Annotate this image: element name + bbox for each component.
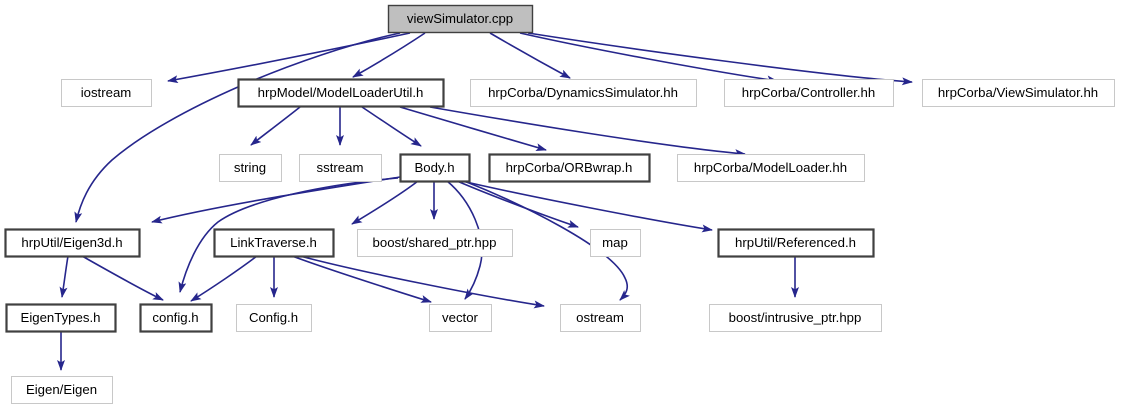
node-eigen3d[interactable]: hrpUtil/Eigen3d.h [4, 228, 141, 258]
node-vector[interactable]: vector [429, 304, 492, 332]
edge-linktraverse-to-ostream [299, 255, 545, 309]
node-box-configupper[interactable] [236, 304, 312, 332]
node-box-bodyh[interactable] [399, 153, 471, 183]
node-box-dynamicssimulator[interactable] [470, 79, 697, 107]
edge-bodyh-to-eigen3d [151, 176, 401, 224]
node-referenced[interactable]: hrpUtil/Referenced.h [717, 228, 875, 258]
node-linktraverse[interactable]: LinkTraverse.h [213, 228, 335, 258]
edge-viewSimulator-to-controller [519, 32, 778, 84]
node-eigentypes[interactable]: EigenTypes.h [5, 303, 117, 333]
edge-linktraverse-to-confighlower [190, 255, 258, 302]
node-box-intrusiveptr[interactable] [709, 304, 882, 332]
edge-bodyh-to-linktraverse [351, 180, 419, 225]
node-box-referenced[interactable] [717, 228, 875, 258]
edge-modelloaderutil-to-string [250, 106, 301, 146]
node-box-vector[interactable] [429, 304, 492, 332]
edge-bodyh-to-vector [446, 180, 483, 300]
node-controller[interactable]: hrpCorba/Controller.hh [724, 79, 894, 107]
node-box-eigentypes[interactable] [5, 303, 117, 333]
node-viewSimulator[interactable]: viewSimulator.cpp [387, 4, 534, 34]
node-map[interactable]: map [590, 229, 641, 257]
node-sstream[interactable]: sstream [299, 154, 382, 182]
edge-viewSimulator-to-modelloaderutil [352, 32, 426, 78]
edge-bodyh-to-confighlower [178, 177, 399, 293]
node-box-modelloaderutil[interactable] [237, 78, 445, 108]
node-box-orbwrap[interactable] [488, 153, 651, 183]
edge-viewSimulator-to-dynamicssimulator [489, 32, 571, 79]
node-string[interactable]: string [219, 154, 282, 182]
node-bodyh[interactable]: Body.h [399, 153, 471, 183]
node-box-sstream[interactable] [299, 154, 382, 182]
node-box-iostream[interactable] [61, 79, 152, 107]
node-box-viewSimulator[interactable] [387, 4, 534, 34]
node-confighlower[interactable]: config.h [139, 303, 213, 333]
node-eigeneigen[interactable]: Eigen/Eigen [11, 376, 113, 404]
node-intrusiveptr[interactable]: boost/intrusive_ptr.hpp [709, 304, 882, 332]
edge-modelloaderutil-to-orbwrap [399, 106, 547, 152]
node-orbwrap[interactable]: hrpCorba/ORBwrap.h [488, 153, 651, 183]
edge-viewSimulator-to-viewsimulatorhh [527, 32, 913, 86]
edge-viewSimulator-to-iostream [167, 32, 411, 84]
node-iostream[interactable]: iostream [61, 79, 152, 107]
edge-modelloaderutil-to-modelloaderhh [429, 106, 746, 158]
node-box-controller[interactable] [724, 79, 894, 107]
edge-eigen3d-to-eigentypes [59, 255, 69, 298]
edge-bodyh-to-ostream [463, 180, 630, 301]
node-modelloaderhh[interactable]: hrpCorba/ModelLoader.hh [677, 154, 865, 182]
node-box-sharedptr[interactable] [357, 229, 513, 257]
node-configupper[interactable]: Config.h [236, 304, 312, 332]
node-ostream[interactable]: ostream [560, 304, 641, 332]
node-box-eigen3d[interactable] [4, 228, 141, 258]
node-box-string[interactable] [219, 154, 282, 182]
node-dynamicssimulator[interactable]: hrpCorba/DynamicsSimulator.hh [470, 79, 697, 107]
edge-modelloaderutil-to-bodyh [361, 106, 422, 147]
node-viewsimulatorhh[interactable]: hrpCorba/ViewSimulator.hh [922, 79, 1115, 107]
node-box-viewsimulatorhh[interactable] [922, 79, 1115, 107]
edge-viewSimulator-to-eigen3d [74, 32, 401, 223]
node-box-modelloaderhh[interactable] [677, 154, 865, 182]
node-box-ostream[interactable] [560, 304, 641, 332]
node-box-eigeneigen[interactable] [11, 376, 113, 404]
edge-bodyh-to-referenced [461, 180, 713, 233]
node-sharedptr[interactable]: boost/shared_ptr.hpp [357, 229, 513, 257]
node-modelloaderutil[interactable]: hrpModel/ModelLoaderUtil.h [237, 78, 445, 108]
edge-eigen3d-to-confighlower [81, 255, 164, 301]
edge-linktraverse-to-vector [291, 255, 432, 303]
node-box-confighlower[interactable] [139, 303, 213, 333]
node-box-linktraverse[interactable] [213, 228, 335, 258]
node-box-map[interactable] [590, 229, 641, 257]
node-layer: viewSimulator.cpp iostream hrpModel/ModelL… [4, 4, 1115, 404]
